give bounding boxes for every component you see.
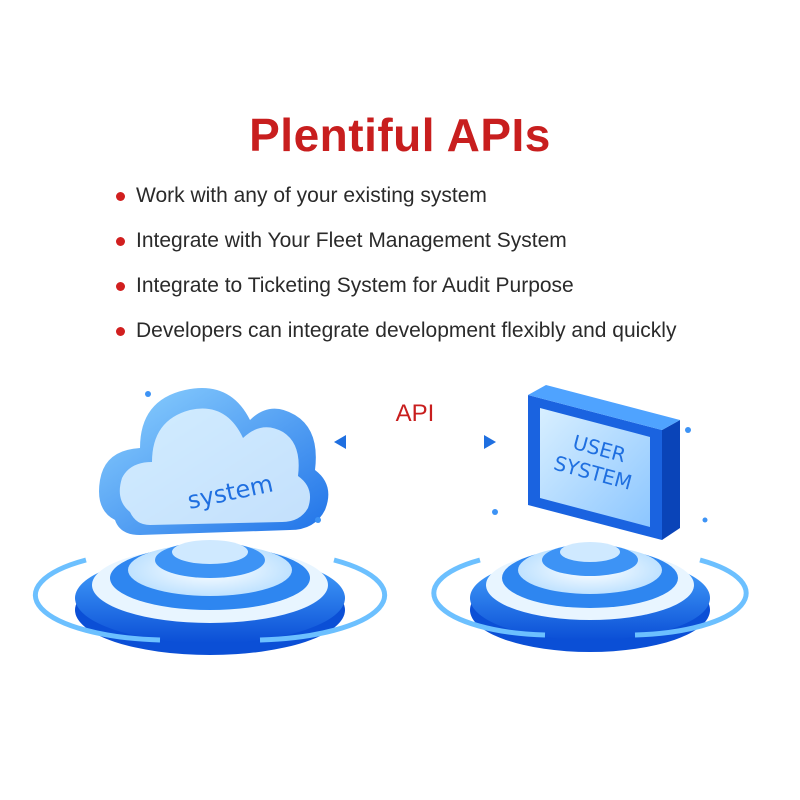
feature-item: Integrate with Your Fleet Management Sys…	[116, 223, 676, 268]
bullet-icon	[116, 237, 125, 246]
feature-list: Work with any of your existing system In…	[116, 178, 676, 358]
feature-text: Developers can integrate development fle…	[136, 319, 677, 342]
sparkle-dot	[702, 517, 708, 523]
feature-item: Work with any of your existing system	[116, 178, 676, 223]
feature-text: Work with any of your existing system	[136, 184, 487, 207]
sparkle-dot	[145, 391, 151, 397]
bullet-icon	[116, 282, 125, 291]
cloud-icon: system	[99, 388, 329, 535]
page-title: Plentiful APIs	[249, 109, 551, 161]
feature-text: Integrate with Your Fleet Management Sys…	[136, 229, 567, 252]
monitor-icon: USER SYSTEM	[528, 385, 680, 540]
bullet-icon	[116, 327, 125, 336]
feature-item: Developers can integrate development fle…	[116, 313, 676, 358]
api-label: API	[395, 400, 435, 427]
right-pedestal	[431, 542, 749, 652]
sparkle-dot	[315, 517, 321, 523]
feature-text: Integrate to Ticketing System for Audit …	[136, 274, 574, 297]
feature-item: Integrate to Ticketing System for Audit …	[116, 268, 676, 313]
bullet-icon	[116, 192, 125, 201]
left-pedestal	[32, 540, 388, 655]
sparkle-dot	[685, 427, 691, 433]
bidirectional-arrow-icon	[334, 435, 496, 449]
sparkle-dot	[492, 509, 498, 515]
